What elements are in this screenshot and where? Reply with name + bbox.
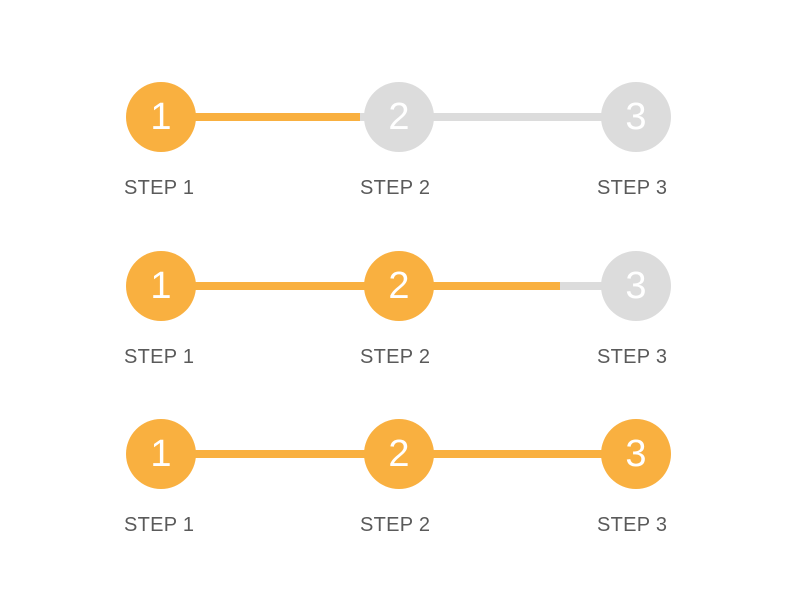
step-2-number: 2 (388, 264, 410, 307)
step-2-number: 2 (388, 432, 410, 475)
step-1-number: 1 (150, 432, 172, 475)
step-3-label: STEP 3 (597, 514, 668, 536)
step-2-label: STEP 2 (360, 177, 431, 199)
step-3-circle[interactable]: 3 (601, 419, 671, 489)
step-1-label: STEP 1 (124, 514, 195, 536)
step-2-number: 2 (388, 95, 410, 138)
step-1-circle[interactable]: 1 (126, 251, 196, 321)
stepper-3: 1 2 3 STEP 1 STEP 2 STEP 3 (0, 419, 800, 569)
stepper-1: 1 2 3 STEP 1 STEP 2 STEP 3 (0, 82, 800, 232)
stepper-2: 1 2 3 STEP 1 STEP 2 STEP 3 (0, 251, 800, 401)
step-1-number: 1 (150, 95, 172, 138)
step-2-label: STEP 2 (360, 346, 431, 368)
step-3-number: 3 (625, 95, 647, 138)
step-2-label: STEP 2 (360, 514, 431, 536)
step-3-label: STEP 3 (597, 177, 668, 199)
step-2-circle[interactable]: 2 (364, 82, 434, 152)
step-3-circle[interactable]: 3 (601, 251, 671, 321)
step-2-circle[interactable]: 2 (364, 419, 434, 489)
step-1-number: 1 (150, 264, 172, 307)
step-3-label: STEP 3 (597, 346, 668, 368)
step-3-number: 3 (625, 432, 647, 475)
step-3-number: 3 (625, 264, 647, 307)
step-1-label: STEP 1 (124, 346, 195, 368)
step-1-label: STEP 1 (124, 177, 195, 199)
progress-fill (160, 282, 560, 290)
step-3-circle[interactable]: 3 (601, 82, 671, 152)
progress-fill (160, 113, 360, 121)
step-2-circle[interactable]: 2 (364, 251, 434, 321)
step-1-circle[interactable]: 1 (126, 82, 196, 152)
step-1-circle[interactable]: 1 (126, 419, 196, 489)
